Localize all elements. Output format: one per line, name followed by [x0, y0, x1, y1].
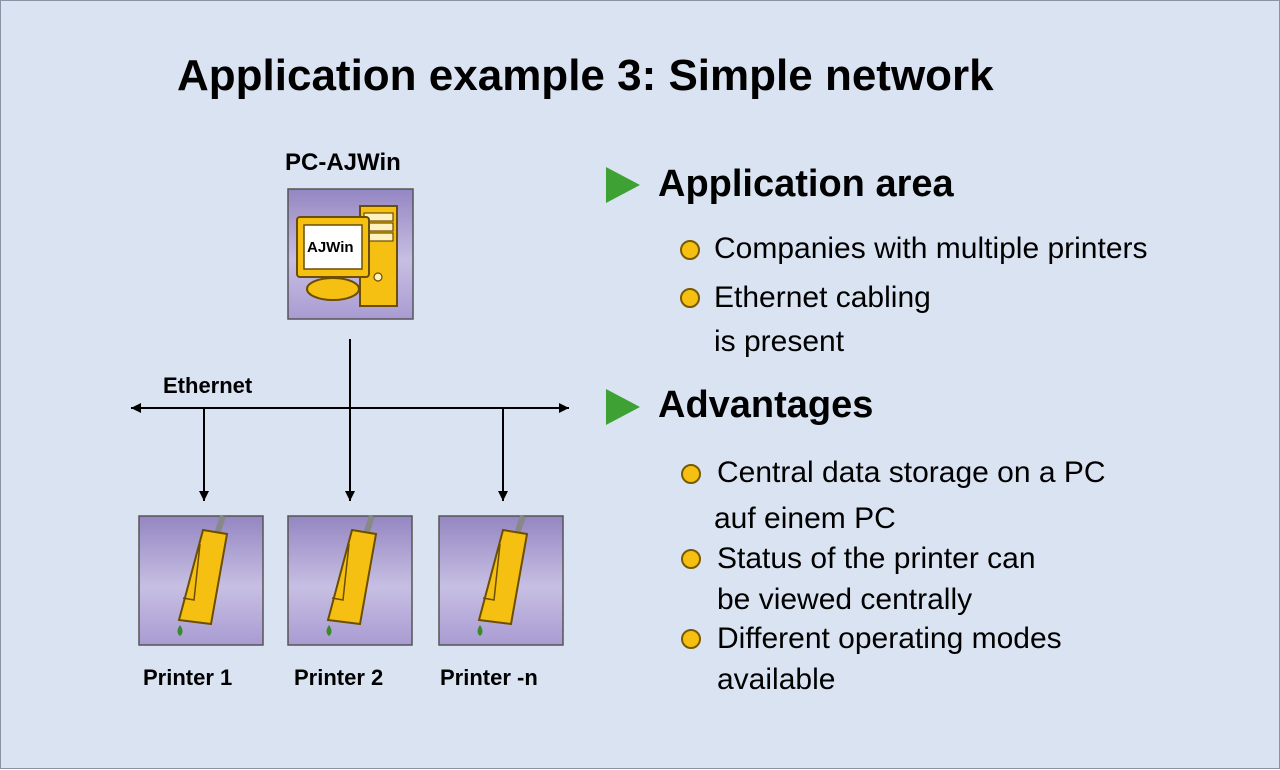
ethernet-label: Ethernet [163, 373, 253, 398]
bullet-icon [680, 288, 700, 308]
bullet-icon [681, 549, 701, 569]
bullet-item: Ethernet cabling [714, 281, 931, 314]
bullet-item: Central data storage on a PC [717, 456, 1106, 489]
bullet-item: Different operating modes [717, 622, 1062, 655]
pc-label: PC-AJWin [285, 149, 401, 176]
bullet-item-continuation: available [717, 663, 836, 696]
section-heading-advantages: Advantages [658, 384, 874, 426]
computer-icon [296, 205, 398, 307]
page-title: Application example 3: Simple network [177, 51, 994, 100]
screen-label: AJWin [307, 239, 354, 256]
bullet-icon [681, 629, 701, 649]
bullet-item-continuation: is present [714, 325, 845, 358]
pc-box [287, 188, 414, 320]
printer-2-label: Printer 2 [294, 665, 384, 690]
printer-1-label: Printer 1 [143, 665, 233, 690]
section-arrow-icon [606, 389, 640, 425]
printer-icon [326, 515, 378, 636]
bullet-item: Status of the printer can [717, 542, 1036, 575]
bullet-item: Companies with multiple printers [714, 232, 1148, 265]
section-arrow-icon [606, 167, 640, 203]
bullet-item-continuation: auf einem PC [714, 502, 896, 535]
section-heading-application-area: Application area [658, 163, 954, 205]
printer-icon [477, 515, 529, 636]
printer-icon [177, 515, 229, 636]
printer-box-n [438, 515, 564, 646]
printer-box-1 [138, 515, 264, 646]
bullet-icon [680, 240, 700, 260]
printer-n-label: Printer -n [440, 665, 538, 690]
bullet-icon [681, 464, 701, 484]
bullet-item-continuation: be viewed centrally [717, 583, 973, 616]
printer-box-2 [287, 515, 413, 646]
